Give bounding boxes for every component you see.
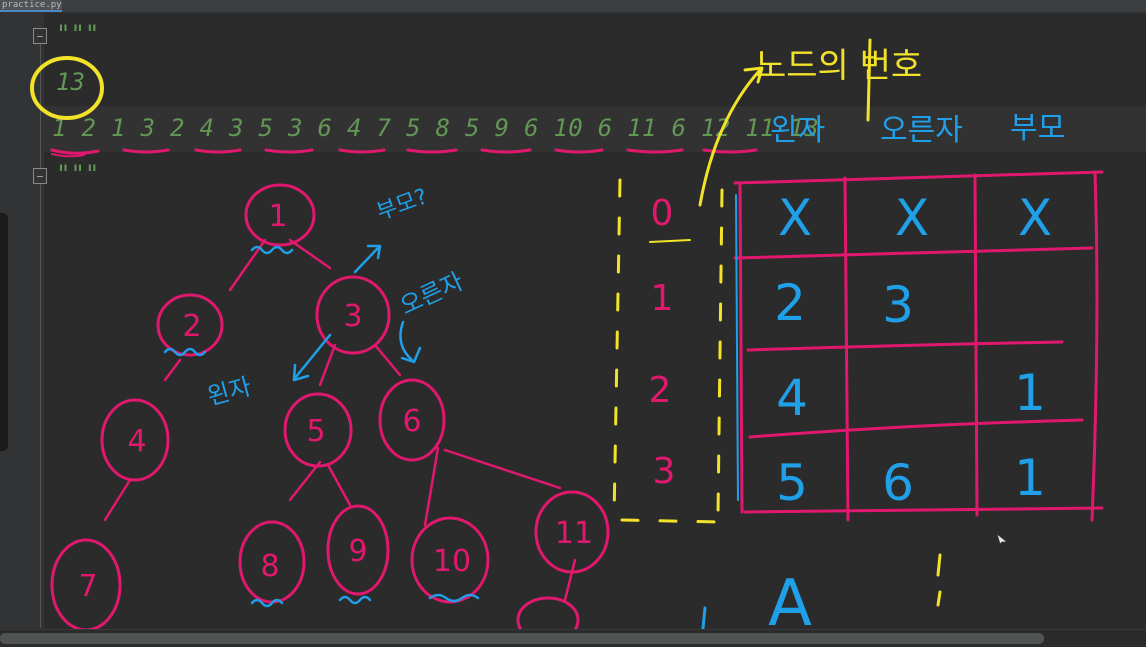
table-cell: 4 — [776, 369, 808, 427]
line-count-text[interactable]: 13 — [56, 68, 85, 96]
tree-node-label: 3 — [343, 299, 362, 334]
header-right-child: 오른자 — [880, 113, 963, 148]
current-line-highlight — [44, 106, 1146, 152]
index-column-labels: 0 1 2 3 — [649, 193, 676, 492]
tree-right-child-note: 오른자 — [396, 267, 468, 320]
tree-node-label: 10 — [433, 544, 471, 579]
header-left-child: 왼자 — [770, 113, 825, 148]
tree-parent-question: 부모? — [374, 184, 432, 225]
node-number-label: 노드의 번호 — [755, 46, 922, 86]
tree-node-label: 1 — [268, 199, 287, 234]
table-cell: 1 — [1014, 449, 1046, 507]
index-label: 0 — [651, 193, 674, 234]
file-tab[interactable]: practice.py — [0, 0, 62, 12]
highlight-circle — [30, 56, 104, 120]
gutter-divider — [40, 38, 41, 628]
yellow-arrow — [698, 68, 762, 207]
bottom-mark: A — [768, 567, 812, 641]
table-cell: X — [1018, 189, 1052, 247]
tree-node-circles — [50, 183, 610, 644]
docstring-close[interactable]: """ — [56, 160, 100, 188]
index-label: 3 — [653, 451, 676, 492]
index-frame — [612, 178, 724, 524]
tree-node-label: 5 — [306, 414, 325, 449]
header-parent: 부모 — [1010, 111, 1065, 146]
tree-node-labels: 1 2 3 4 5 6 7 8 9 10 11 — [78, 199, 593, 604]
tree-node-label: 11 — [555, 516, 593, 551]
mouse-cursor-icon — [996, 533, 1008, 545]
docstring-open[interactable]: """ — [56, 20, 100, 48]
table-cell: 5 — [776, 454, 808, 512]
edge-list-text[interactable]: 1 2 1 3 2 4 3 5 3 6 4 7 5 8 5 9 6 10 6 1… — [52, 114, 819, 142]
tree-node-label: 8 — [260, 549, 279, 584]
tree-node-label: 9 — [348, 534, 367, 569]
tree-edges — [103, 238, 577, 602]
horizontal-scrollbar-thumb[interactable] — [0, 633, 1044, 644]
table-cell: 6 — [882, 454, 914, 512]
editor-tab-bar: practice.py — [0, 0, 1146, 13]
tree-node-label: 6 — [402, 404, 421, 439]
table-cell: 3 — [882, 276, 914, 334]
fold-marker-icon[interactable] — [33, 28, 47, 44]
tree-node-label: 7 — [78, 569, 97, 604]
table-cell-values: X X X 2 3 4 1 5 6 1 — [774, 189, 1052, 512]
tree-node-label: 2 — [182, 309, 201, 344]
tree-table-grid — [733, 170, 1104, 522]
fold-marker-icon[interactable] — [33, 168, 47, 184]
table-cell: 1 — [1014, 364, 1046, 422]
table-cell: 2 — [774, 274, 806, 332]
table-cell: X — [895, 189, 929, 247]
index-label: 1 — [651, 278, 674, 319]
index-label: 2 — [649, 370, 672, 411]
table-cell: X — [778, 189, 812, 247]
selection-squiggles — [163, 245, 480, 608]
side-panel-handle[interactable] — [0, 213, 8, 451]
blue-arrows — [292, 244, 422, 382]
tree-node-label: 4 — [127, 424, 146, 459]
edge-underlines — [50, 148, 758, 155]
tree-left-child-note: 왼자 — [204, 372, 254, 410]
